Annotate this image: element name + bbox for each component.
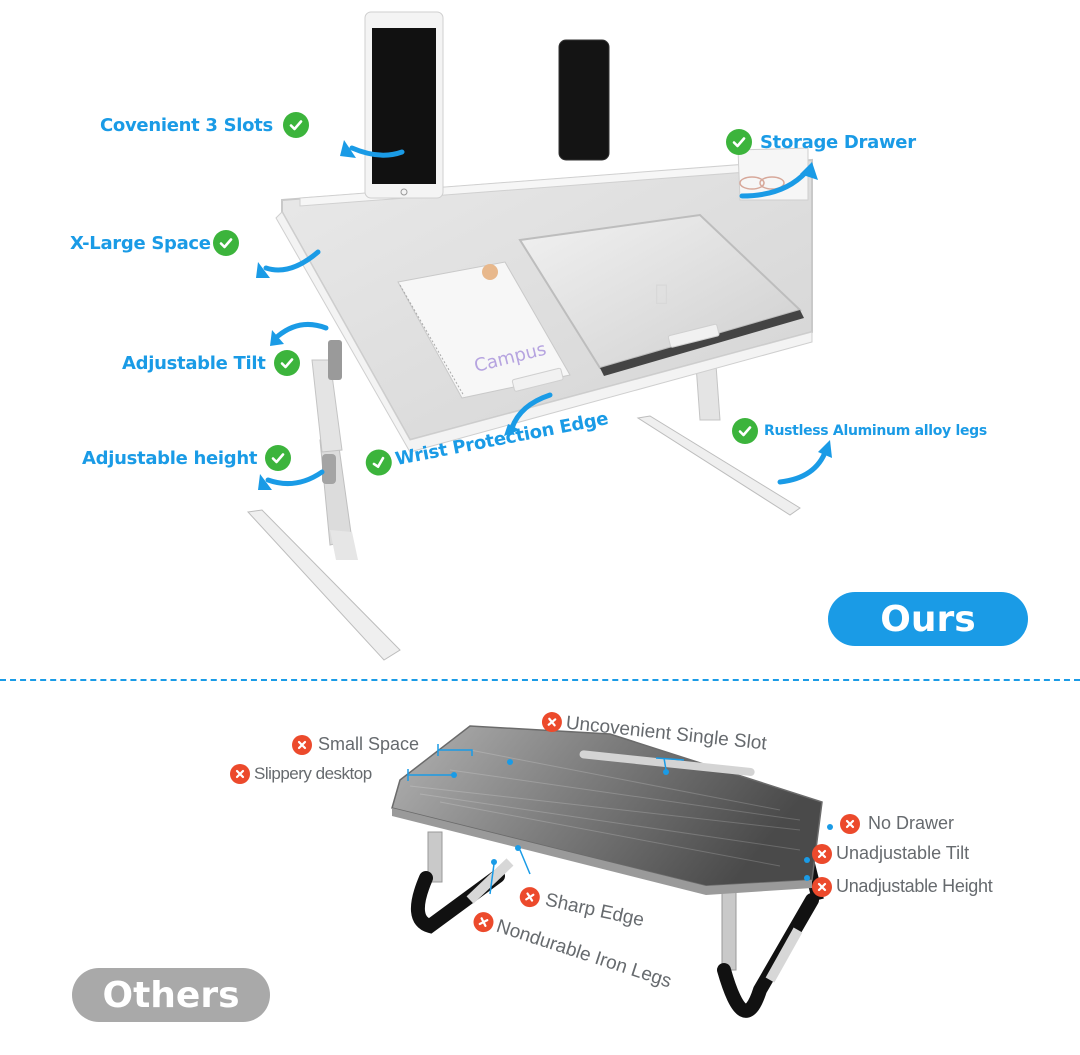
notebook (397, 261, 571, 399)
check-icon (212, 230, 239, 256)
ours-badge: Ours (828, 592, 1028, 646)
check-icon (726, 129, 752, 155)
drawback-single-slot: Uncovenient Single Slot (540, 710, 768, 755)
others-badge: Others (72, 968, 270, 1022)
drawback-label: Unadjustable Height (836, 876, 993, 896)
drawback-unadjustable-tilt: Unadjustable Tilt (812, 843, 969, 864)
check-icon (273, 350, 300, 376)
drawback-label: Small Space (318, 734, 420, 754)
callout-lines (407, 744, 685, 895)
drawback-no-drawer: No Drawer (840, 813, 954, 834)
table-top (391, 725, 823, 887)
x-icon (470, 909, 497, 935)
feature-label: Adjustable height (82, 447, 258, 469)
feature-label: Covenient 3 Slots (100, 114, 273, 136)
drawback-iron-legs: Nondurable Iron Legs (470, 909, 674, 994)
x-icon (812, 843, 832, 864)
ours-desk-illustration:  Campus (246, 11, 832, 661)
feature-wrist-protection: Wrist Protection Edge (363, 405, 611, 478)
section-divider (0, 679, 1080, 681)
drawback-label: No Drawer (868, 813, 955, 833)
check-icon (282, 112, 309, 138)
feature-label: Adjustable Tilt (122, 352, 266, 374)
drawback-label: Slippery desktop (254, 764, 372, 783)
check-icon (732, 418, 758, 444)
feature-aluminum-legs: Rustless Aluminum alloy legs (732, 418, 987, 444)
svg-text::  (655, 281, 668, 306)
feature-storage-drawer: Storage Drawer (726, 129, 916, 155)
desk-legs (246, 340, 801, 661)
x-icon (840, 813, 860, 834)
check-icon (265, 445, 292, 471)
tablet (364, 11, 444, 199)
drawback-label: Unadjustable Tilt (836, 843, 970, 863)
feature-label: Rustless Aluminum alloy legs (764, 423, 987, 439)
feature-convenient-slots: Covenient 3 Slots (100, 112, 309, 138)
feature-adjustable-tilt: Adjustable Tilt (122, 350, 300, 376)
feature-xlarge-space: X-Large Space (70, 230, 239, 256)
drawback-sharp-edge: Sharp Edge (517, 884, 646, 932)
x-icon (292, 734, 312, 755)
x-icon (812, 876, 832, 897)
callout-dots (451, 759, 833, 881)
drawback-small-space: Small Space (292, 734, 419, 755)
single-slot (579, 750, 755, 776)
check-icon (363, 447, 395, 478)
feature-adjustable-height: Adjustable height (82, 445, 292, 471)
feature-label: X-Large Space (70, 232, 211, 254)
feature-label: Storage Drawer (760, 131, 916, 153)
drawback-unadjustable-height: Unadjustable Height (812, 876, 993, 897)
drawback-slippery-desktop: Slippery desktop (230, 764, 372, 784)
arrowheads (256, 140, 832, 490)
phone (558, 39, 610, 161)
x-icon (540, 711, 563, 734)
x-icon (517, 885, 542, 909)
x-icon (230, 764, 250, 784)
